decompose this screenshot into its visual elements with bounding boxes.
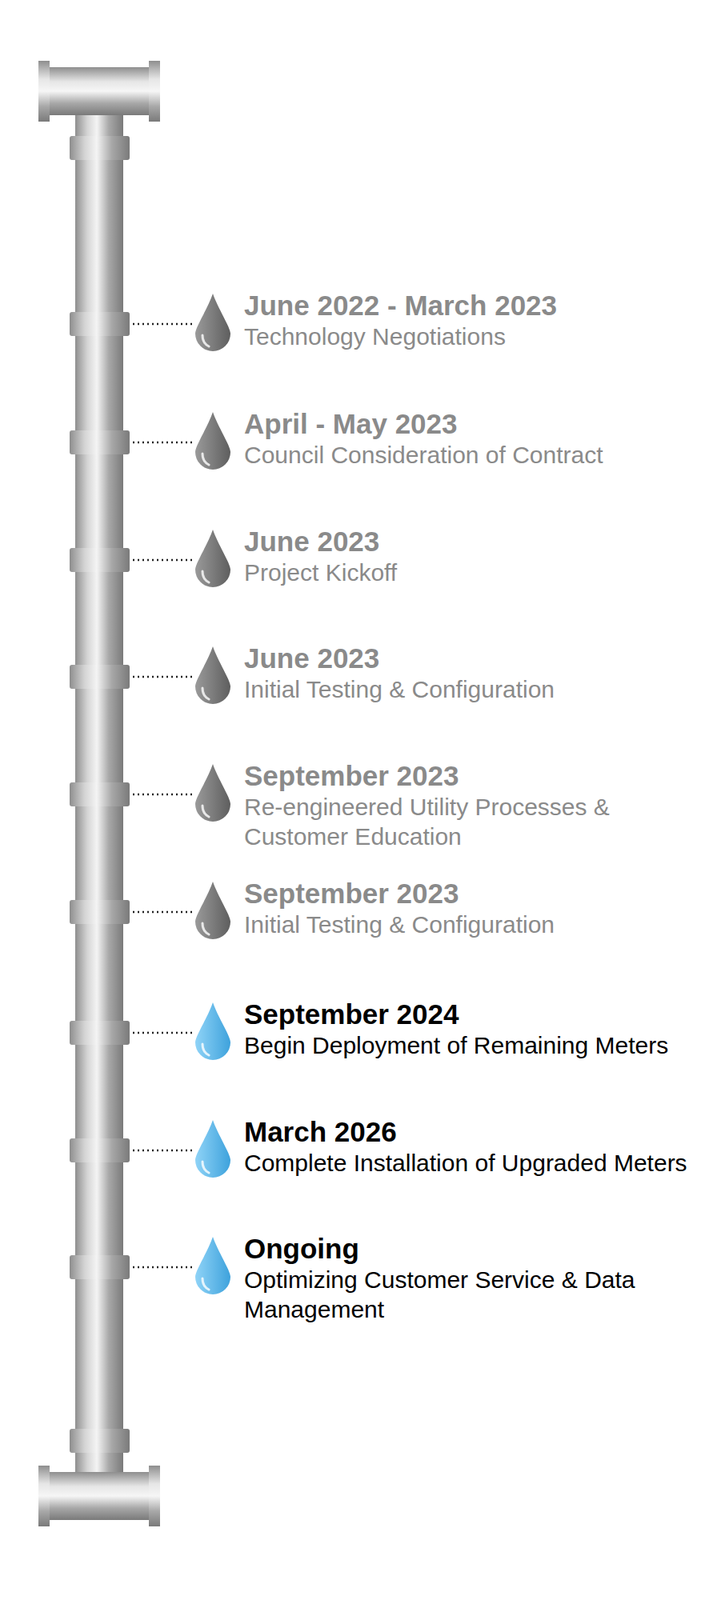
pipe-collar — [69, 312, 130, 337]
tee-flange — [148, 60, 161, 122]
milestone-text: Complete Installation of Upgraded Meters — [244, 1148, 701, 1178]
water-drop — [195, 412, 231, 470]
water-drop — [195, 1237, 231, 1295]
water-drop — [195, 293, 231, 352]
timeline-entry: March 2026Complete Installation of Upgra… — [244, 1116, 701, 1178]
timeline-entry: April - May 2023Council Consideration of… — [244, 408, 701, 470]
milestone-date: September 2023 — [244, 877, 701, 910]
timeline-entry: June 2022 - March 2023Technology Negotia… — [244, 289, 701, 352]
leader-line — [132, 1266, 194, 1270]
leader-line — [132, 559, 194, 562]
milestone-date: April - May 2023 — [244, 408, 701, 441]
timeline-entry: September 2023Re-engineered Utility Proc… — [244, 760, 701, 852]
timeline-entry: June 2023Initial Testing & Configuration — [244, 642, 701, 705]
leader-line — [132, 1149, 194, 1153]
drop-shine — [202, 688, 209, 700]
water-drop — [195, 764, 231, 822]
timeline-entry: September 2023Initial Testing & Configur… — [244, 877, 701, 940]
leader-line — [132, 676, 194, 679]
pipe-collar — [69, 1429, 130, 1454]
milestone-date: March 2026 — [244, 1116, 701, 1149]
leader-line — [132, 1032, 194, 1035]
milestone-text: Technology Negotiations — [244, 321, 701, 352]
milestone-date: September 2023 — [244, 760, 701, 793]
milestone-text: Initial Testing & Configuration — [244, 674, 701, 705]
drop-shine — [202, 805, 209, 818]
drop-shine — [202, 923, 209, 935]
milestone-text: Begin Deployment of Remaining Meters — [244, 1030, 701, 1061]
water-drop — [195, 1120, 231, 1178]
leader-line — [132, 793, 194, 797]
milestone-date: June 2023 — [244, 642, 701, 675]
timeline-entry: June 2023Project Kickoff — [244, 525, 701, 588]
pipe-collar — [69, 664, 130, 689]
timeline-entry: OngoingOptimizing Customer Service & Dat… — [244, 1233, 701, 1325]
pipe-collar — [69, 430, 130, 455]
tee — [46, 67, 153, 116]
milestone-text: Optimizing Customer Service & Data Manag… — [244, 1265, 701, 1325]
drop-shine — [202, 1161, 209, 1174]
tee — [46, 1472, 153, 1521]
drop-shine — [202, 1044, 209, 1056]
water-drop — [195, 881, 231, 940]
water-drop — [195, 529, 231, 588]
leader-line — [132, 323, 194, 326]
pipe-collar — [69, 1138, 130, 1163]
timeline-entry: September 2024Begin Deployment of Remain… — [244, 998, 701, 1061]
pipe-collar — [69, 1021, 130, 1046]
drop-shine — [202, 571, 209, 583]
drop-shine — [202, 1278, 209, 1290]
milestone-text: Re-engineered Utility Processes & Custom… — [244, 792, 701, 852]
milestone-text: Initial Testing & Configuration — [244, 909, 701, 940]
milestone-date: September 2024 — [244, 998, 701, 1031]
milestone-text: Project Kickoff — [244, 557, 701, 588]
pipe-collar — [69, 782, 130, 807]
tee-flange — [38, 60, 50, 122]
pipe-collar — [69, 548, 130, 573]
leader-line — [132, 441, 194, 445]
milestone-text: Council Consideration of Contract — [244, 440, 701, 470]
tee-flange — [148, 1466, 161, 1527]
water-drop — [195, 1002, 231, 1061]
milestone-date: Ongoing — [244, 1233, 701, 1266]
drop-shine — [202, 453, 209, 465]
milestone-date: June 2022 - March 2023 — [244, 289, 701, 322]
leader-line — [132, 911, 194, 914]
pipe-collar — [69, 1255, 130, 1280]
water-drop — [195, 646, 231, 705]
pipe-collar — [69, 900, 130, 925]
pipe-collar — [69, 136, 130, 161]
drop-shine — [202, 335, 209, 347]
milestone-date: June 2023 — [244, 525, 701, 558]
tee-flange — [38, 1466, 50, 1527]
